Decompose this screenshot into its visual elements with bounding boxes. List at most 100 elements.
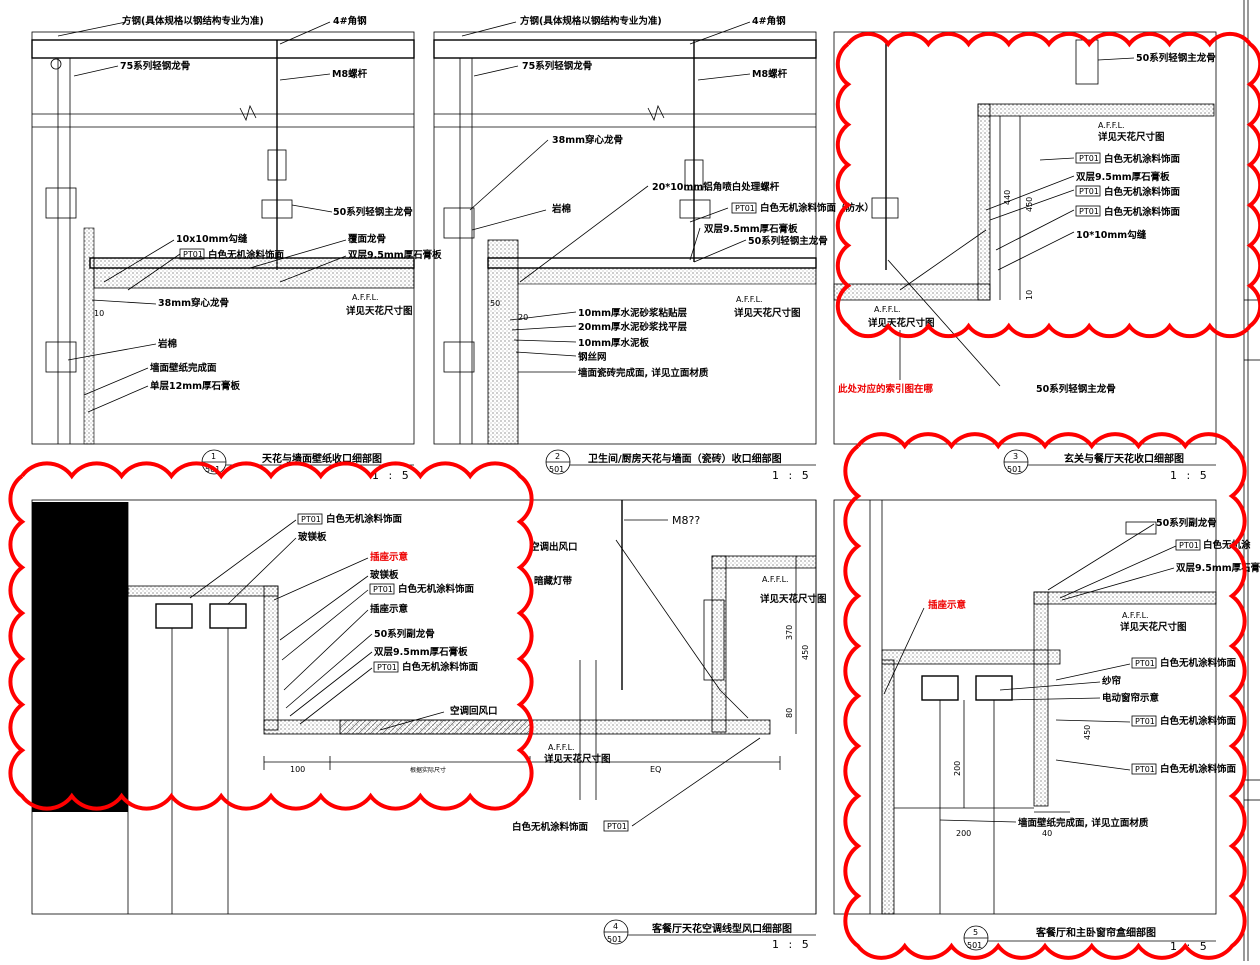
afl-note-2: 详见天花尺寸图: [734, 307, 801, 319]
panel-3: 50系列轻钢主龙骨 A.F.F.L. 详见天花尺寸图 PT01 白色无机涂料饰面…: [833, 31, 1217, 482]
label-coating-4c: 白色无机涂料饰面: [402, 661, 479, 673]
panel-5: 50系列副龙骨 PT01 白色无机涂 双层9.5mm厚石膏 插座示意 A.F.F…: [833, 499, 1260, 953]
revision-clouds: [8, 31, 1260, 960]
dim-80: 80: [785, 708, 794, 718]
panel-3-number: 3: [1013, 452, 1018, 461]
tag-pt01: PT01: [183, 250, 203, 259]
dim-200a: 200: [953, 761, 962, 776]
dim-eq: EQ: [650, 765, 661, 774]
afl-note-3a: 详见天花尺寸图: [1098, 131, 1165, 143]
cloud-panel-5: [843, 432, 1247, 960]
tag-pt01-2: PT01: [735, 204, 755, 213]
redacted-block: [32, 502, 128, 812]
tag-pt01-5d: PT01: [1135, 765, 1155, 774]
label-return-vent: 空调回风口: [450, 705, 498, 717]
cloud-panel-4: [8, 461, 534, 811]
afl-mark: A.F.F.L.: [352, 293, 379, 302]
panel-2-scale: 1 : 5: [772, 469, 812, 482]
panel-4-title: 客餐厅天花空调线型风口细部图: [651, 922, 792, 935]
label-main-keel-2: 50系列轻钢主龙骨: [748, 235, 828, 247]
tag-pt01-3a: PT01: [1079, 154, 1099, 163]
panel-5-title: 客餐厅和主卧窗帘盒细部图: [1035, 926, 1156, 939]
tag-pt01-5b: PT01: [1135, 659, 1155, 668]
label-gypsum-3: 双层9.5mm厚石膏板: [1075, 171, 1170, 183]
label-gypsum-4: 双层9.5mm厚石膏板: [373, 646, 468, 658]
tag-pt01-4a: PT01: [301, 515, 321, 524]
afl-note-4a: 详见天花尺寸图: [760, 593, 827, 605]
panel-4-frame: [31, 499, 817, 915]
label-square-steel: 方钢(具体规格以钢结构专业为准): [122, 15, 264, 27]
afl-mark-3b: A.F.F.L.: [874, 305, 901, 314]
panel-3-frame: [833, 31, 1217, 445]
tile-wall-hatch: [487, 239, 519, 445]
afl-mark-4a: A.F.F.L.: [762, 575, 789, 584]
label-plywood-4a: 玻镁板: [298, 531, 327, 543]
label-stud: 75系列轻钢龙骨: [120, 60, 190, 72]
tag-pt01-4d: PT01: [607, 822, 627, 831]
afl-note-4b: 详见天花尺寸图: [544, 753, 611, 765]
label-light-strip: 暗藏灯带: [534, 575, 573, 587]
ceiling-box-hatch: [977, 103, 1215, 117]
label-angle-steel: 4#角钢: [333, 15, 367, 27]
label-cover-keel: 覆面龙骨: [347, 233, 386, 245]
label-sub-keel-4: 50系列副龙骨: [374, 628, 435, 640]
afl-mark-4b: A.F.F.L.: [548, 743, 575, 752]
tag-pt01-4c: PT01: [377, 663, 397, 672]
label-tile-finish: 墙面瓷砖完成面, 详见立面材质: [578, 367, 709, 379]
dim-50: 50: [490, 299, 500, 308]
afl-note-3b: 详见天花尺寸图: [868, 317, 935, 329]
label-coating-4d: 白色无机涂料饰面: [512, 821, 589, 833]
dim-440: 440: [1003, 190, 1012, 205]
square-steel-beam: [31, 39, 415, 59]
panel-1-number: 1: [211, 452, 216, 461]
label-rockwool: 岩棉: [157, 338, 178, 350]
panel-2-frame: [433, 31, 817, 445]
label-groove-3: 10*10mm勾缝: [1076, 229, 1147, 241]
label-al-rod: 20*10mm铝角喷白处理螺杆: [652, 181, 780, 193]
label-stud-2: 75系列轻钢龙骨: [522, 60, 592, 72]
cloud-panel-3: [835, 31, 1260, 339]
label-rockwool-2: 岩棉: [551, 203, 572, 215]
panel-3-title: 玄关与餐厅天花收口细部图: [1064, 452, 1184, 465]
vent-grille: [339, 719, 531, 735]
label-mortar-20: 20mm厚水泥砂浆找平层: [578, 321, 688, 333]
label-mortar-10: 10mm厚水泥砂浆粘贴层: [578, 307, 688, 319]
label-socket-red-4: 插座示意: [370, 551, 409, 563]
dim-10: 10: [94, 309, 104, 318]
wall-hatch: [83, 227, 95, 445]
panel-2-title: 卫生间/厨房天花与墙面（瓷砖）收口细部图: [588, 452, 782, 465]
label-plywood-4b: 玻镁板: [370, 569, 399, 581]
dim-10-3: 10: [1025, 290, 1034, 300]
panel-1-scale: 1 : 5: [372, 469, 412, 482]
tag-pt01-5a: PT01: [1179, 541, 1199, 550]
panel-1-frame: [31, 31, 415, 445]
tag-pt01-4b: PT01: [373, 585, 393, 594]
dim-450-3: 450: [1025, 197, 1034, 212]
afl-mark-2: A.F.F.L.: [736, 295, 763, 304]
label-coating-5c: 白色无机涂料饰面: [1160, 715, 1237, 727]
label-coating-3c: 白色无机涂料饰面: [1104, 206, 1181, 218]
panel-4: PT01 白色无机涂料饰面 玻镁板 插座示意 玻镁板 PT01 白色无机涂料饰面…: [31, 499, 827, 951]
panel-1-title: 天花与墙面壁纸收口细部图: [262, 452, 382, 465]
dim-450-4: 450: [801, 645, 810, 660]
ceiling-board: [93, 257, 415, 289]
label-wallpaper: 墙面壁纸完成面: [150, 362, 217, 374]
panel-4-scale: 1 : 5: [772, 938, 812, 951]
panel-2-number: 2: [555, 452, 560, 461]
dim-100: 100: [290, 765, 305, 774]
label-gypsum-single: 单层12mm厚石膏板: [150, 380, 241, 392]
label-curtain: 纱帘: [1102, 675, 1122, 687]
dim-40: 40: [1042, 829, 1052, 838]
label-m8: M8??: [672, 514, 700, 527]
dim-370: 370: [785, 625, 794, 640]
panel-3-sheet: 501: [1007, 465, 1022, 474]
panel-5-frame: [833, 499, 1217, 915]
label-square-steel-2: 方钢(具体规格以钢结构专业为准): [520, 15, 662, 27]
label-coating-3a: 白色无机涂料饰面: [1104, 153, 1181, 165]
panel-2: 方钢(具体规格以钢结构专业为准) 4#角钢 75系列轻钢龙骨 M8螺杆 38mm…: [433, 15, 874, 482]
red-query-note: 此处对应的索引图在哪: [838, 383, 934, 395]
label-coating-4b: 白色无机涂料饰面: [398, 583, 475, 595]
label-coating-4a: 白色无机涂料饰面: [326, 513, 403, 525]
afl-mark-3a: A.F.F.L.: [1098, 121, 1125, 130]
